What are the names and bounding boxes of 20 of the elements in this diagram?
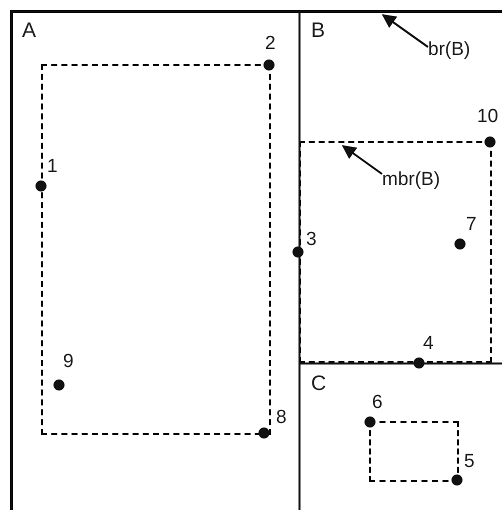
region-box bbox=[10, 10, 300, 510]
point-number: 7 bbox=[466, 215, 477, 234]
point-number: 5 bbox=[464, 452, 475, 471]
leader-arrow bbox=[342, 145, 383, 175]
region-box bbox=[299, 363, 502, 510]
point-number: 8 bbox=[276, 408, 287, 427]
annotation-label: br(B) bbox=[428, 40, 492, 64]
point-number: 10 bbox=[477, 107, 498, 126]
point-number: 4 bbox=[423, 334, 434, 353]
point-number: 3 bbox=[306, 230, 317, 249]
point-number: 1 bbox=[47, 157, 58, 176]
region-letter: A bbox=[22, 20, 36, 41]
point-number: 2 bbox=[265, 34, 276, 53]
region-letter: C bbox=[311, 373, 326, 394]
region-box bbox=[299, 10, 502, 364]
annotation-label: mbr(B) bbox=[382, 170, 444, 194]
region-letter: B bbox=[311, 20, 326, 41]
point-number: 9 bbox=[63, 352, 74, 371]
leader-arrow bbox=[382, 14, 429, 48]
point-number: 6 bbox=[372, 393, 383, 412]
